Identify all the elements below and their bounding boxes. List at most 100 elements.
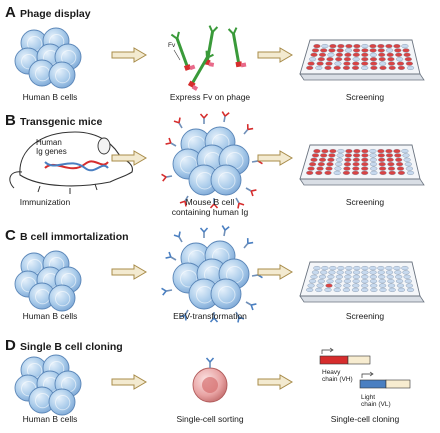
- plate-well: [320, 48, 328, 53]
- plate-well: [393, 149, 401, 154]
- plate-well: [313, 43, 321, 49]
- plate-well: [385, 153, 394, 158]
- human-b-cell-cluster-c: [14, 250, 82, 312]
- plate-well: [316, 283, 324, 288]
- plate-well: [352, 52, 360, 57]
- plate-well: [361, 274, 369, 279]
- b-cell: [210, 164, 242, 196]
- plate-well: [337, 43, 345, 49]
- plate-well: [387, 166, 396, 171]
- plate-well: [316, 61, 324, 66]
- antibody-icon: [173, 231, 183, 243]
- antibody-icon: [161, 173, 173, 182]
- plate-well: [333, 287, 341, 292]
- plate-well: [378, 274, 386, 279]
- plate-well: [396, 283, 405, 288]
- caption-b-mouse-b-cell: Mouse B cell containing human Ig: [171, 197, 249, 217]
- arrow-a1: [111, 47, 147, 63]
- plate-well: [361, 287, 369, 292]
- plate-well: [328, 270, 336, 275]
- plate-well: [396, 166, 405, 171]
- plate-well: [369, 153, 377, 158]
- plate-well: [361, 157, 369, 162]
- plate-well: [335, 162, 343, 167]
- plate-well: [336, 270, 344, 275]
- plate-well: [404, 279, 412, 284]
- plate-well: [388, 287, 396, 292]
- plate-well: [377, 153, 385, 158]
- plate-well: [317, 162, 325, 167]
- plate-well: [321, 149, 329, 154]
- caption-d-single-cell-sorting: Single-cell sorting: [176, 414, 244, 424]
- arrow-d2: [257, 374, 293, 390]
- plate-well: [406, 65, 415, 70]
- plate-well: [315, 65, 323, 70]
- caption-c-ebv: EBV-transformation: [173, 311, 247, 321]
- plate-well: [369, 266, 377, 271]
- plate-well: [329, 149, 337, 154]
- screening-plate-a: [299, 39, 425, 81]
- plate-well: [379, 287, 387, 292]
- plate-well: [397, 170, 406, 175]
- plate-well: [370, 170, 378, 175]
- plate-well: [377, 149, 385, 154]
- phage-icon: [187, 50, 214, 91]
- plate-well: [370, 287, 378, 292]
- antibody-icon: [205, 357, 215, 368]
- plate-well: [369, 48, 377, 53]
- plate-well: [327, 52, 335, 57]
- panel-letter-a: A: [5, 4, 16, 21]
- plate-well: [324, 65, 332, 70]
- plate-well: [326, 57, 334, 62]
- plate-well: [344, 48, 353, 53]
- plate-well: [377, 266, 385, 271]
- plate-well: [387, 57, 395, 62]
- plate-well: [378, 162, 386, 167]
- panel-letter-d: D: [5, 337, 16, 354]
- heavy-chain-plasmid: [319, 347, 371, 365]
- plate-well: [396, 57, 404, 62]
- plate-well: [352, 57, 360, 62]
- plate-well: [396, 61, 405, 66]
- plate-well: [353, 43, 361, 49]
- plate-well: [353, 153, 361, 158]
- plate-well: [369, 149, 377, 154]
- plate-well: [405, 61, 414, 66]
- plate-well: [324, 170, 332, 175]
- plate-well: [310, 52, 318, 57]
- plate-well: [316, 166, 324, 171]
- plate-well: [361, 166, 369, 171]
- plate-well: [329, 266, 337, 271]
- plate-well: [396, 279, 404, 284]
- plate-well: [353, 266, 361, 271]
- plate-well: [344, 270, 353, 275]
- plate-well: [385, 266, 393, 271]
- panel-title-d: Single B cell cloning: [20, 341, 123, 353]
- plate-well: [369, 279, 378, 284]
- plate-well: [334, 61, 342, 66]
- plate-well: [377, 43, 385, 49]
- plate-well: [334, 166, 342, 171]
- plate-well: [369, 57, 378, 62]
- plate-well: [369, 52, 377, 57]
- plate-well: [406, 287, 415, 292]
- plate-well: [309, 57, 317, 62]
- antibody-icon: [209, 198, 219, 209]
- antibody-icon: [179, 195, 189, 207]
- panel-title-a: Phage display: [20, 8, 91, 20]
- plate-well: [325, 283, 333, 288]
- plate-well: [378, 279, 386, 284]
- plate-well: [352, 279, 360, 284]
- plate-well: [401, 43, 409, 49]
- caption-d-human-b-cells: Human B cells: [22, 414, 78, 424]
- plate-well: [370, 65, 378, 70]
- plate-well: [385, 270, 394, 275]
- plate-well: [361, 162, 369, 167]
- plate-well: [333, 170, 341, 175]
- plate-well: [321, 43, 329, 49]
- plate-well: [377, 48, 385, 53]
- plate-well: [318, 52, 327, 57]
- antibody-icon: [165, 137, 177, 147]
- antibody-icon: [199, 227, 209, 238]
- plate-well: [404, 162, 412, 167]
